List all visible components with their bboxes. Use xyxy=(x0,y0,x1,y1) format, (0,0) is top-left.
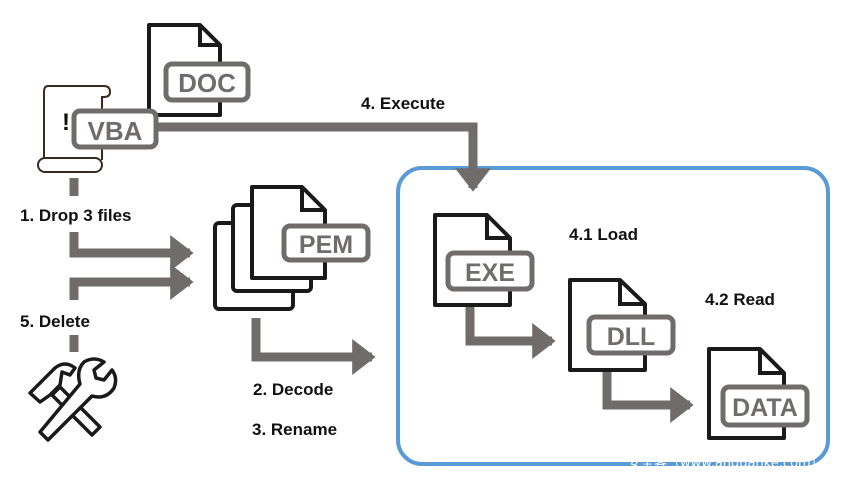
vba-exclamation: ! xyxy=(62,109,70,136)
doc-file-icon: DOC xyxy=(147,23,251,117)
step-execute-label: 4. Execute xyxy=(361,94,446,113)
vba-script-icon: ! VBA xyxy=(37,85,159,173)
step-read-label: 4.2 Read xyxy=(705,290,775,309)
pem-tag: PEM xyxy=(299,231,353,259)
arrow-decode xyxy=(251,318,376,375)
dll-tag: DLL xyxy=(607,323,656,351)
vba-tag: VBA xyxy=(88,116,143,146)
dll-file-icon: DLL xyxy=(568,278,676,372)
step-load-label: 4.1 Load xyxy=(569,225,638,244)
step-delete-label: 5. Delete xyxy=(20,312,90,331)
pem-files-icon: PEM xyxy=(213,185,371,311)
exe-tag: EXE xyxy=(465,259,515,287)
arrow-load xyxy=(465,305,556,359)
step-drop-label: 1. Drop 3 files xyxy=(20,206,132,225)
step-decode-label: 2. Decode xyxy=(253,380,334,399)
arrow-delete xyxy=(69,264,194,300)
arrow-execute xyxy=(150,122,491,192)
step-rename-label: 3. Rename xyxy=(252,420,338,439)
arrow-drop xyxy=(69,232,194,271)
execution-container xyxy=(396,166,830,466)
data-tag: DATA xyxy=(732,394,798,422)
arrow-read xyxy=(602,368,694,423)
data-file-icon: DATA xyxy=(707,347,810,440)
doc-tag: DOC xyxy=(178,68,236,98)
hammer-wrench-icon xyxy=(28,357,118,442)
watermark: 安全客（www.anquanke.com） xyxy=(628,456,824,471)
exe-file-icon: EXE xyxy=(433,213,535,307)
